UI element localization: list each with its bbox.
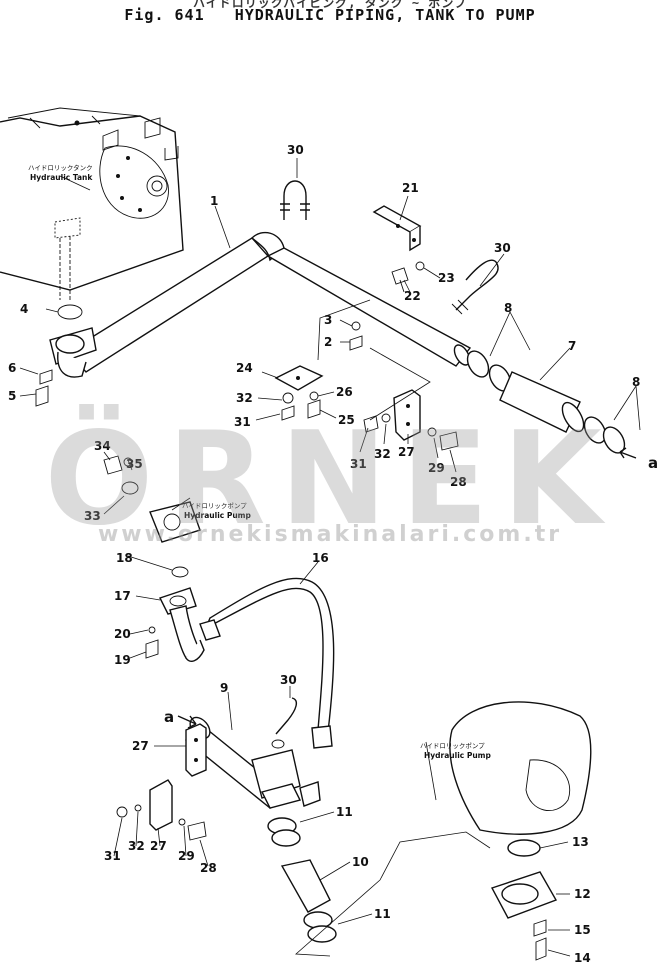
callout-21: 21	[402, 181, 419, 195]
callout-5: 5	[8, 389, 16, 403]
lower-pipe-9	[185, 697, 321, 810]
callout-4: 4	[20, 302, 28, 316]
hose-lower-10	[267, 817, 337, 943]
callout-18: 18	[116, 551, 133, 565]
callout-1: 1	[210, 194, 218, 208]
callout-numbers: 30 1 21 30 23 22 4 3 2 8 7 6 5 24 32 26 …	[8, 143, 640, 965]
callout-22: 22	[404, 289, 421, 303]
hydraulic-pump-lower	[449, 701, 592, 961]
callout-31: 31	[234, 415, 251, 429]
callout-34: 34	[94, 439, 111, 453]
callout-31: 31	[350, 457, 367, 471]
tank-label-en: Hydraulic Tank	[30, 173, 93, 182]
callout-27: 27	[398, 445, 415, 459]
bracket-24	[274, 365, 324, 391]
callout-29: 29	[178, 849, 195, 863]
callout-3: 3	[324, 313, 332, 327]
callout-27: 27	[150, 839, 167, 853]
callout-10: 10	[352, 855, 369, 869]
figure-title: Fig. 641 HYDRAULIC PIPING, TANK TO PUMP	[0, 6, 660, 24]
callout-35: 35	[126, 457, 143, 471]
pump-lower-label-en: Hydraulic Pump	[424, 751, 491, 760]
callout-25: 25	[338, 413, 355, 427]
elbow-pipe-17	[145, 566, 205, 662]
callout-32: 32	[128, 839, 145, 853]
figure-caption: HYDRAULIC PIPING, TANK TO PUMP	[234, 6, 536, 24]
bracket-27-upper	[393, 389, 421, 441]
hose-16	[199, 577, 335, 749]
callout-20: 20	[114, 627, 131, 641]
callout-9: 9	[220, 681, 228, 695]
japanese-title: ハイドロリックパイピング, タンク ~ ポンプ	[193, 0, 467, 10]
tank-label-jp: ハイドロリックタンク	[28, 163, 93, 172]
callout-28: 28	[450, 475, 467, 489]
pump-lower-label-jp: ハイドロリックポンプ	[420, 742, 485, 750]
callout-2: 2	[324, 335, 332, 349]
watermark-brand: ÖRNEK	[44, 405, 616, 554]
pump-label-jp: ハイドロリックポンプ	[182, 502, 247, 510]
bracket-21	[372, 205, 422, 252]
callout-29: 29	[428, 461, 445, 475]
callout-11: 11	[374, 907, 391, 921]
callout-24: 24	[236, 361, 253, 375]
callout-17: 17	[114, 589, 131, 603]
callout-15: 15	[574, 923, 591, 937]
callout-26: 26	[336, 385, 353, 399]
bracket-27-lower	[116, 723, 207, 841]
callout-7: 7	[568, 339, 576, 353]
hose-upper	[466, 350, 626, 454]
ref-a-right: a	[648, 454, 658, 472]
hydraulic-pump-middle	[103, 455, 201, 543]
hydraulic-tank	[0, 107, 184, 300]
callout-23: 23	[438, 271, 455, 285]
callout-30: 30	[280, 673, 297, 687]
u-bolt-right	[451, 259, 499, 315]
callout-32: 32	[236, 391, 253, 405]
callout-33: 33	[84, 509, 101, 523]
callout-19: 19	[114, 653, 131, 667]
callout-13: 13	[572, 835, 589, 849]
suction-pipe	[49, 231, 472, 378]
callout-14: 14	[574, 951, 591, 965]
watermark-url: www.ornekismakinalari.com.tr	[97, 522, 563, 547]
leader-lines	[19, 158, 641, 957]
callout-16: 16	[312, 551, 329, 565]
callout-6: 6	[8, 361, 16, 375]
callout-32: 32	[374, 447, 391, 461]
callout-8: 8	[632, 375, 640, 389]
ref-a-left: a	[164, 708, 174, 726]
callout-27: 27	[132, 739, 149, 753]
callout-11: 11	[336, 805, 353, 819]
callout-30: 30	[494, 241, 511, 255]
callout-8: 8	[504, 301, 512, 315]
callout-30: 30	[287, 143, 304, 157]
callout-28: 28	[200, 861, 217, 875]
u-bolt-top	[280, 180, 310, 220]
callout-12: 12	[574, 887, 591, 901]
figure-number: Fig. 641	[124, 6, 205, 24]
pump-label-en: Hydraulic Pump	[184, 511, 251, 520]
callout-31: 31	[104, 849, 121, 863]
